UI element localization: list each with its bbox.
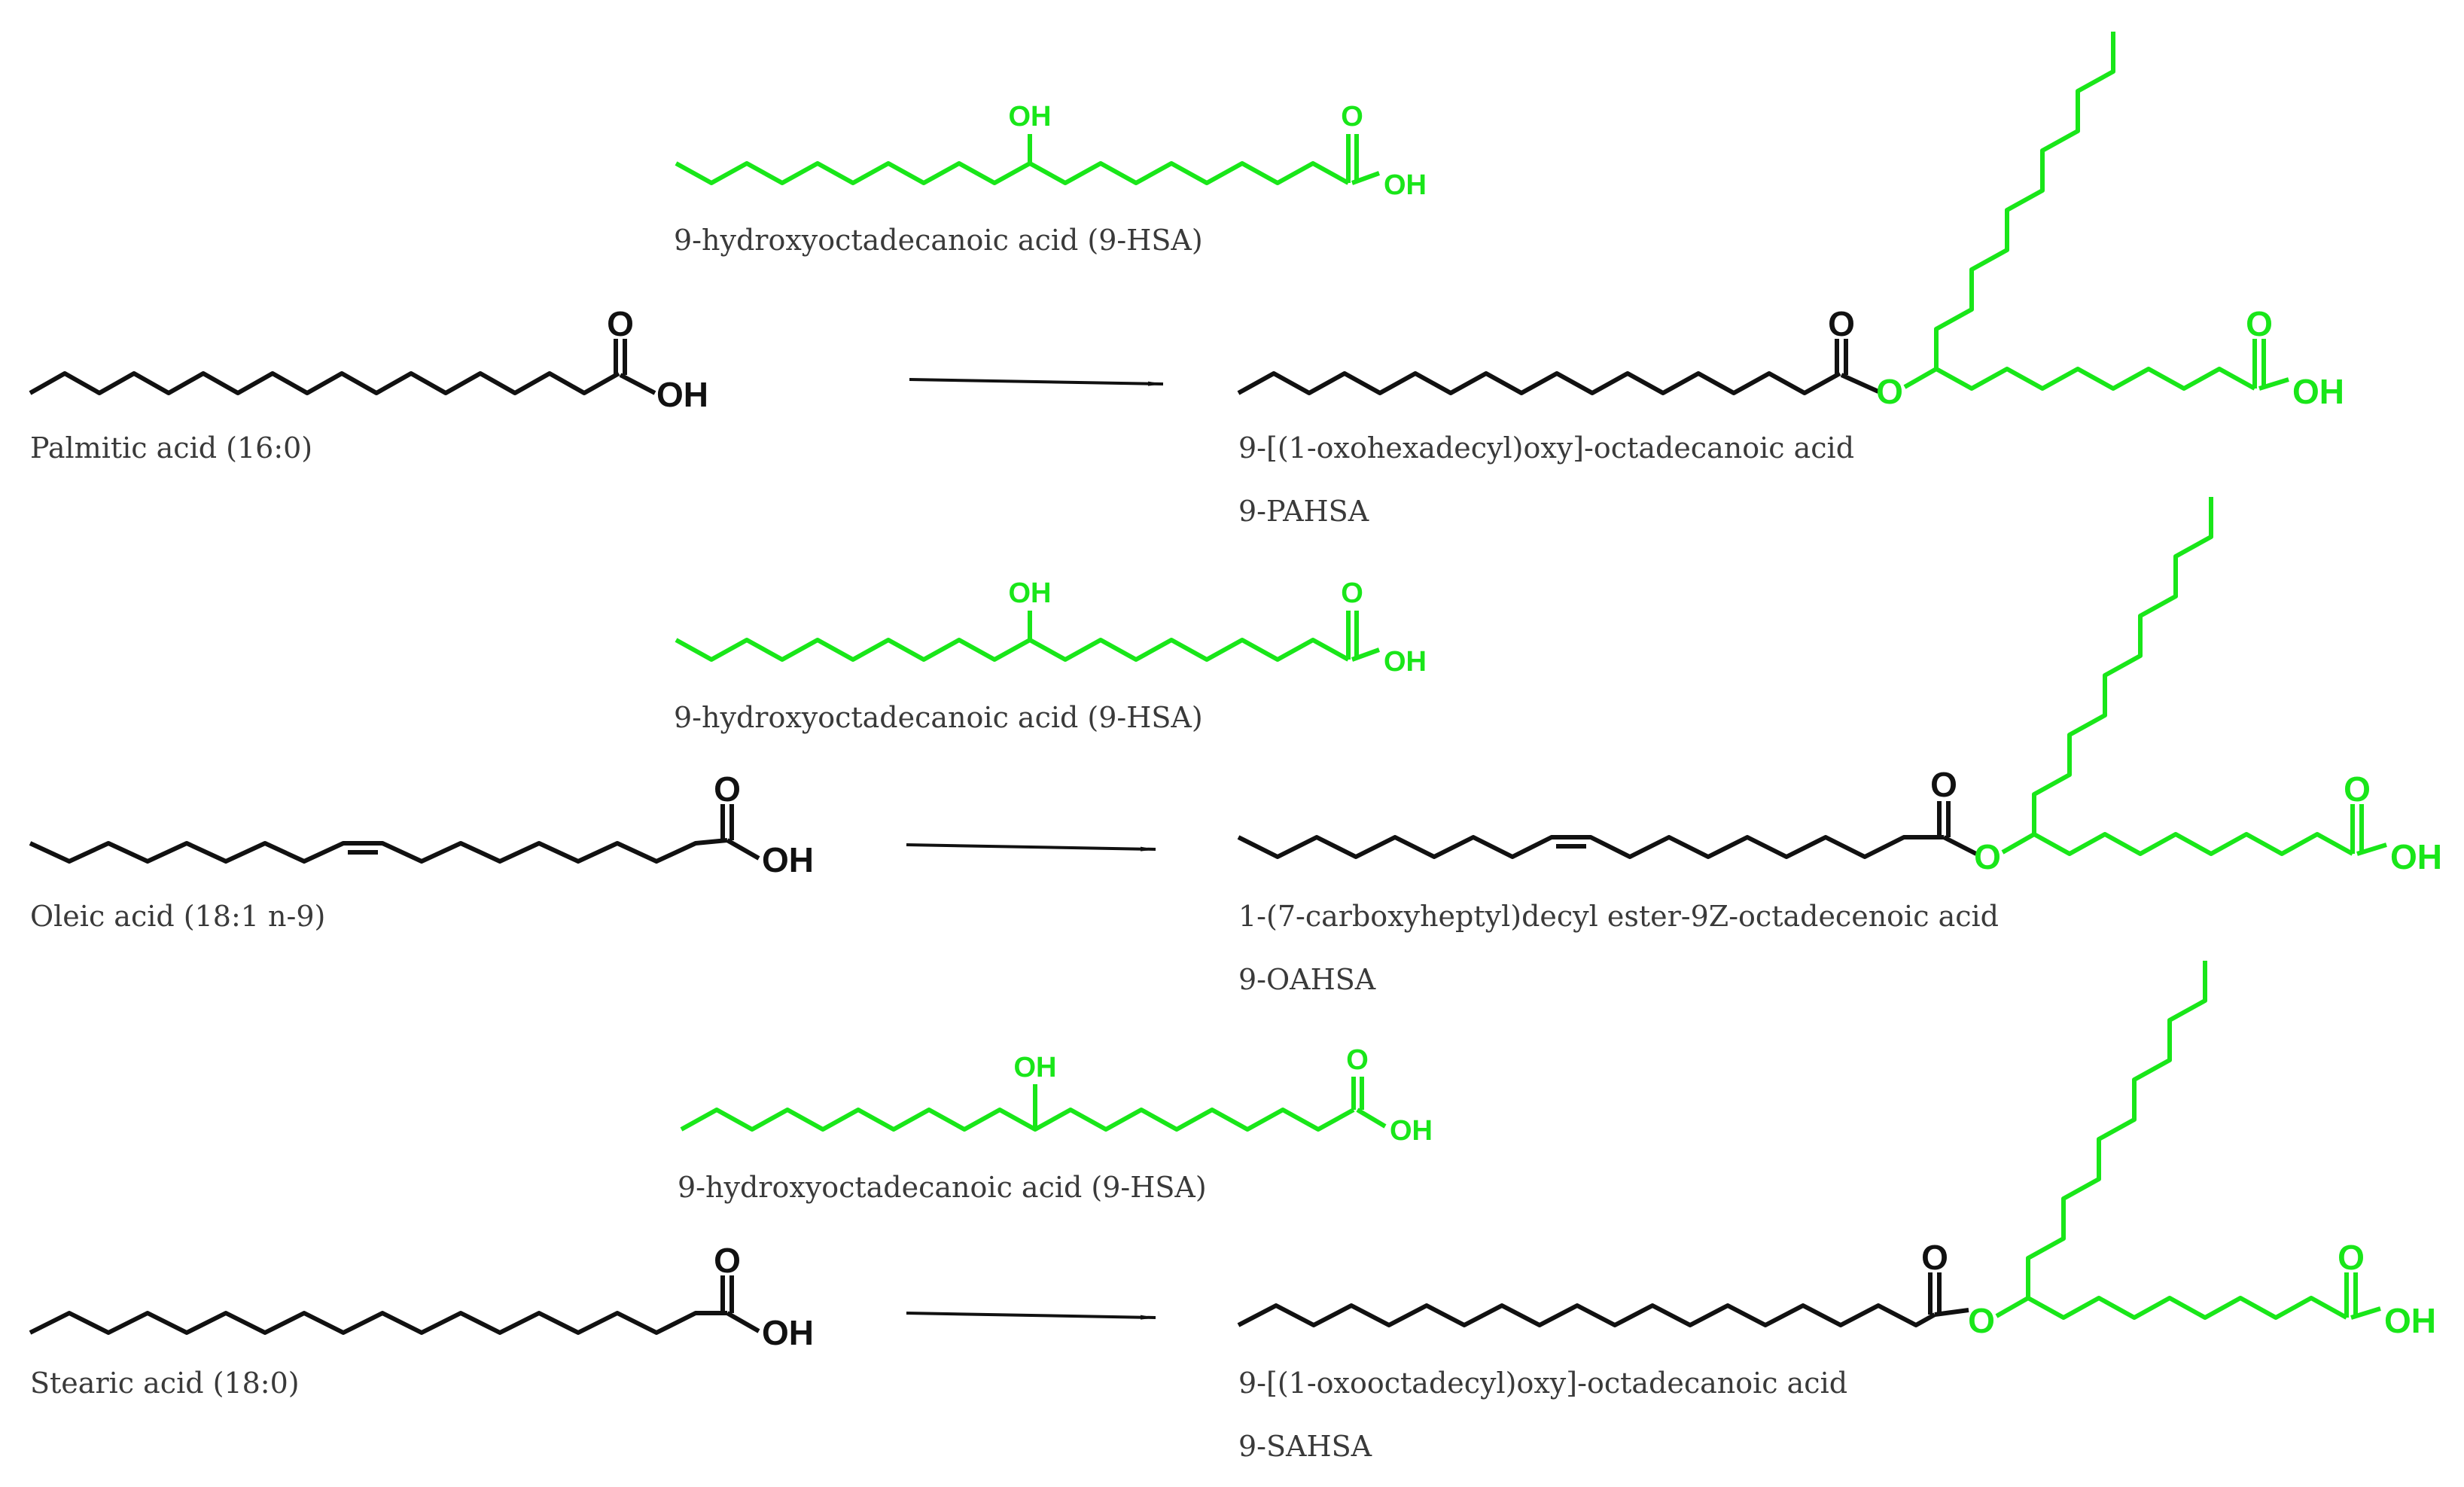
- stearic-oh: OH: [762, 1313, 814, 1352]
- oleic-oh-bond: [726, 838, 760, 861]
- oahsa-acid-o: O: [2344, 769, 2371, 809]
- sahsa-acid-o: O: [2338, 1238, 2365, 1277]
- hsa-oh-label-1: OH: [1009, 101, 1052, 133]
- reaction-stearic: OH O OH 9-hydroxyoctadecanoic acid (9-HS…: [29, 961, 2436, 1463]
- pahsa-hsa-backbone: [1903, 367, 2256, 391]
- sahsa-ester-o: O: [1968, 1301, 1995, 1340]
- pahsa-ester-bond: [1840, 373, 1880, 394]
- oahsa-acyl-chain: [1237, 835, 1944, 859]
- hsa-structure-1: OH O OH 9-hydroxyoctadecanoic acid (9-HS…: [674, 101, 1427, 257]
- hsa-chain-3: [680, 1108, 1355, 1132]
- pahsa-name: 9-[(1-oxohexadecyl)oxy]-octadecanoic aci…: [1238, 431, 1854, 465]
- stearic-chain: [29, 1311, 727, 1335]
- hsa-acid-bond-2: [1351, 648, 1381, 662]
- pahsa-abbrev: 9-PAHSA: [1238, 495, 1369, 528]
- hsa-oh-label-3: OH: [1014, 1052, 1057, 1083]
- sahsa-acid-oh: OH: [2384, 1301, 2436, 1340]
- sahsa-abbrev: 9-SAHSA: [1238, 1430, 1372, 1463]
- reaction-arrow-1: [909, 378, 1164, 386]
- reaction-oleic: OH O OH 9-hydroxyoctadecanoic acid (9-HS…: [29, 497, 2442, 996]
- palmitic-oh: OH: [656, 375, 708, 414]
- sahsa-acyl-chain: [1237, 1303, 1936, 1327]
- sahsa-hsa-branch: [2026, 961, 2207, 1298]
- oahsa-abbrev: 9-OAHSA: [1238, 963, 1376, 996]
- oleic-chain: [29, 838, 728, 864]
- oahsa-carbonyl-o: O: [1930, 765, 1957, 804]
- oleic-o: O: [714, 769, 741, 809]
- palmitic-label: Palmitic acid (16:0): [30, 431, 312, 465]
- hsa-carbonyl-o-3: O: [1346, 1044, 1369, 1076]
- hsa-chain-2: [675, 638, 1350, 662]
- hsa-label-3: 9-hydroxyoctadecanoic acid (9-HSA): [678, 1171, 1207, 1204]
- oahsa-hsa-branch: [2032, 497, 2213, 834]
- hsa-carbonyl-o-2: O: [1341, 577, 1363, 609]
- reactant-oleic: O OH Oleic acid (18:1 n-9): [29, 769, 814, 933]
- palmitic-o: O: [607, 304, 634, 343]
- sahsa-carbonyl-o: O: [1921, 1238, 1948, 1277]
- stearic-o: O: [714, 1241, 741, 1280]
- oahsa-ester-o: O: [1974, 837, 2001, 876]
- reaction-arrow-2: [906, 843, 1156, 852]
- hsa-acid-oh-2: OH: [1384, 646, 1427, 678]
- product-oahsa: O O O OH 1-(7-carboxyheptyl)decyl ester-…: [1237, 497, 2442, 996]
- sahsa-ester-bond: [1934, 1308, 1969, 1317]
- oahsa-acid-oh: OH: [2390, 837, 2442, 876]
- product-sahsa: O O O OH 9-[(1-oxooctadecyl)oxy]-octadec…: [1237, 961, 2436, 1463]
- oahsa-acid-oh-bond: [2356, 843, 2387, 856]
- oleic-label: Oleic acid (18:1 n-9): [30, 900, 325, 933]
- sahsa-name: 9-[(1-oxooctadecyl)oxy]-octadecanoic aci…: [1238, 1367, 1847, 1400]
- reactant-stearic: O OH Stearic acid (18:0): [29, 1241, 814, 1400]
- hsa-carbonyl-o-1: O: [1341, 101, 1363, 133]
- pahsa-carbonyl-o: O: [1828, 304, 1855, 343]
- hsa-acid-bond-1: [1351, 171, 1381, 185]
- reaction-palmitic: OH O OH 9-hydroxyoctadecanoic acid (9-HS…: [29, 32, 2344, 528]
- palmitic-chain: [29, 371, 620, 395]
- pahsa-acid-o: O: [2246, 304, 2273, 343]
- hsa-chain-1: [675, 161, 1350, 185]
- hsa-acid-oh-3: OH: [1390, 1115, 1433, 1147]
- oahsa-ester-bond: [1942, 835, 1978, 856]
- reactant-palmitic: O OH Palmitic acid (16:0): [29, 304, 708, 465]
- hsa-structure-2: OH O OH 9-hydroxyoctadecanoic acid (9-HS…: [674, 577, 1427, 734]
- hsa-acid-oh-1: OH: [1384, 169, 1427, 201]
- pahsa-acid-oh: OH: [2292, 372, 2344, 411]
- pahsa-acyl-chain: [1237, 371, 1841, 395]
- hsa-label-2: 9-hydroxyoctadecanoic acid (9-HSA): [674, 701, 1203, 734]
- hsa-structure-3: OH O OH 9-hydroxyoctadecanoic acid (9-HS…: [678, 1044, 1433, 1204]
- pahsa-hsa-branch: [1934, 32, 2115, 369]
- product-pahsa: O O O OH 9-[(1-oxohexadecyl)oxy]-octadec…: [1237, 32, 2344, 528]
- sahsa-acid-oh-bond: [2350, 1306, 2381, 1320]
- hsa-oh-label-2: OH: [1009, 577, 1052, 609]
- hsa-acid-bond-3: [1356, 1108, 1387, 1129]
- pahsa-acid-oh-bond: [2258, 377, 2289, 391]
- palmitic-oh-bond: [619, 373, 656, 395]
- oleic-oh: OH: [762, 840, 814, 879]
- oahsa-name: 1-(7-carboxyheptyl)decyl ester-9Z-octade…: [1238, 900, 1999, 933]
- pahsa-ester-o: O: [1876, 372, 1903, 411]
- hsa-label-1: 9-hydroxyoctadecanoic acid (9-HSA): [674, 224, 1203, 257]
- sahsa-hsa-backbone: [1995, 1296, 2348, 1320]
- stearic-oh-bond: [726, 1311, 760, 1333]
- reaction-arrow-3: [906, 1312, 1156, 1320]
- oahsa-hsa-backbone: [2001, 832, 2354, 856]
- stearic-label: Stearic acid (18:0): [30, 1367, 300, 1400]
